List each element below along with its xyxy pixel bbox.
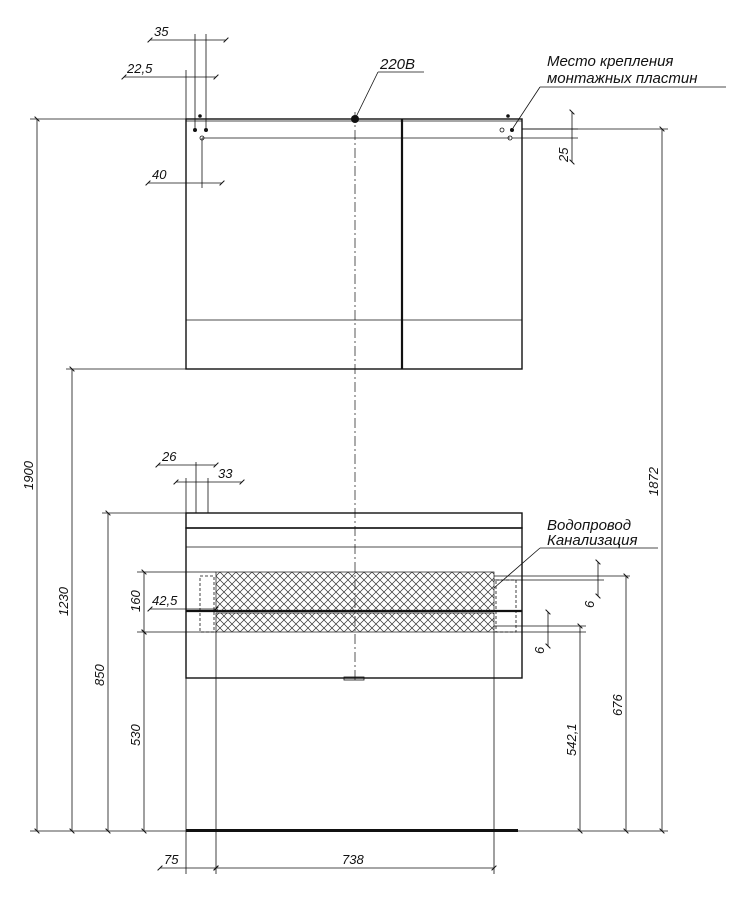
floor-plinth: [186, 829, 518, 832]
dim-1872: 1872: [522, 126, 668, 834]
dim-26: 26: [155, 449, 219, 513]
dim-676: 676: [610, 573, 629, 834]
dim-542-1-label: 542,1: [564, 723, 579, 756]
dim-26-label: 26: [161, 449, 177, 464]
dim-6-lower-label: 6: [532, 646, 547, 654]
dim-1900-label: 1900: [21, 460, 36, 490]
dim-22-5-label: 22,5: [126, 61, 153, 76]
dim-1230: 1230: [56, 366, 186, 834]
pipes-callout: Водопровод Канализация: [493, 517, 658, 589]
dim-40-label: 40: [152, 167, 167, 182]
mirror-cabinet-outline: [185, 118, 523, 370]
dim-6-upper-label: 6: [582, 600, 597, 608]
dim-75-label: 75: [164, 852, 179, 867]
dim-75: 75: [157, 632, 219, 874]
handle: [343, 676, 365, 681]
mount-point: [198, 114, 202, 118]
dim-1230-label: 1230: [56, 586, 71, 616]
dim-850-label: 850: [92, 664, 107, 686]
dim-25-label: 25: [556, 147, 571, 163]
dim-530-label: 530: [128, 724, 143, 746]
mount-point: [499, 127, 505, 133]
vanity-unit: [185, 512, 523, 681]
right-panel-hidden: [495, 579, 517, 633]
dim-1900: 1900: [21, 116, 186, 834]
dim-42-5: 42,5: [147, 593, 219, 612]
mount-point: [506, 114, 510, 118]
power-label-callout: 220В: [354, 56, 424, 120]
dim-738: 738: [213, 632, 497, 874]
left-panel-hidden: [199, 575, 215, 633]
water-label: Водопровод: [547, 517, 631, 534]
dim-35-label: 35: [154, 24, 169, 39]
sewer-label: Канализация: [547, 532, 638, 549]
dim-542-1: 542,1: [564, 623, 583, 834]
dim-850: 850: [92, 510, 186, 834]
mount-point: [510, 128, 514, 132]
dim-40: 40: [145, 138, 225, 188]
mount-label-callout: Место крепления монтажных пластин: [512, 53, 726, 129]
dim-6-lower: 6: [494, 609, 586, 654]
dim-6-upper: 6: [494, 559, 630, 608]
dim-42-5-label: 42,5: [152, 593, 178, 608]
dim-35: 35: [147, 24, 229, 128]
mirror-cabinet: [185, 114, 523, 370]
dim-676-label: 676: [610, 694, 625, 716]
dim-1872-label: 1872: [646, 466, 661, 496]
vanity-body: [185, 527, 523, 679]
dim-160-label: 160: [128, 590, 143, 612]
water-supply-zone: [215, 571, 495, 612]
washbasin-top: [185, 512, 523, 529]
sewer-zone: [215, 612, 495, 633]
mount-point: [204, 128, 208, 132]
dim-33: 33: [173, 466, 245, 513]
dim-160: 160: [128, 569, 216, 635]
mount-label-line1: Место крепления: [547, 53, 673, 70]
mount-point: [193, 128, 197, 132]
dim-738-label: 738: [342, 852, 364, 867]
mount-label-line2: монтажных пластин: [547, 70, 697, 87]
dim-33-label: 33: [218, 466, 233, 481]
dim-22-5: 22,5: [121, 61, 219, 119]
dim-530: 530: [128, 629, 147, 834]
power-label: 220В: [379, 56, 415, 73]
